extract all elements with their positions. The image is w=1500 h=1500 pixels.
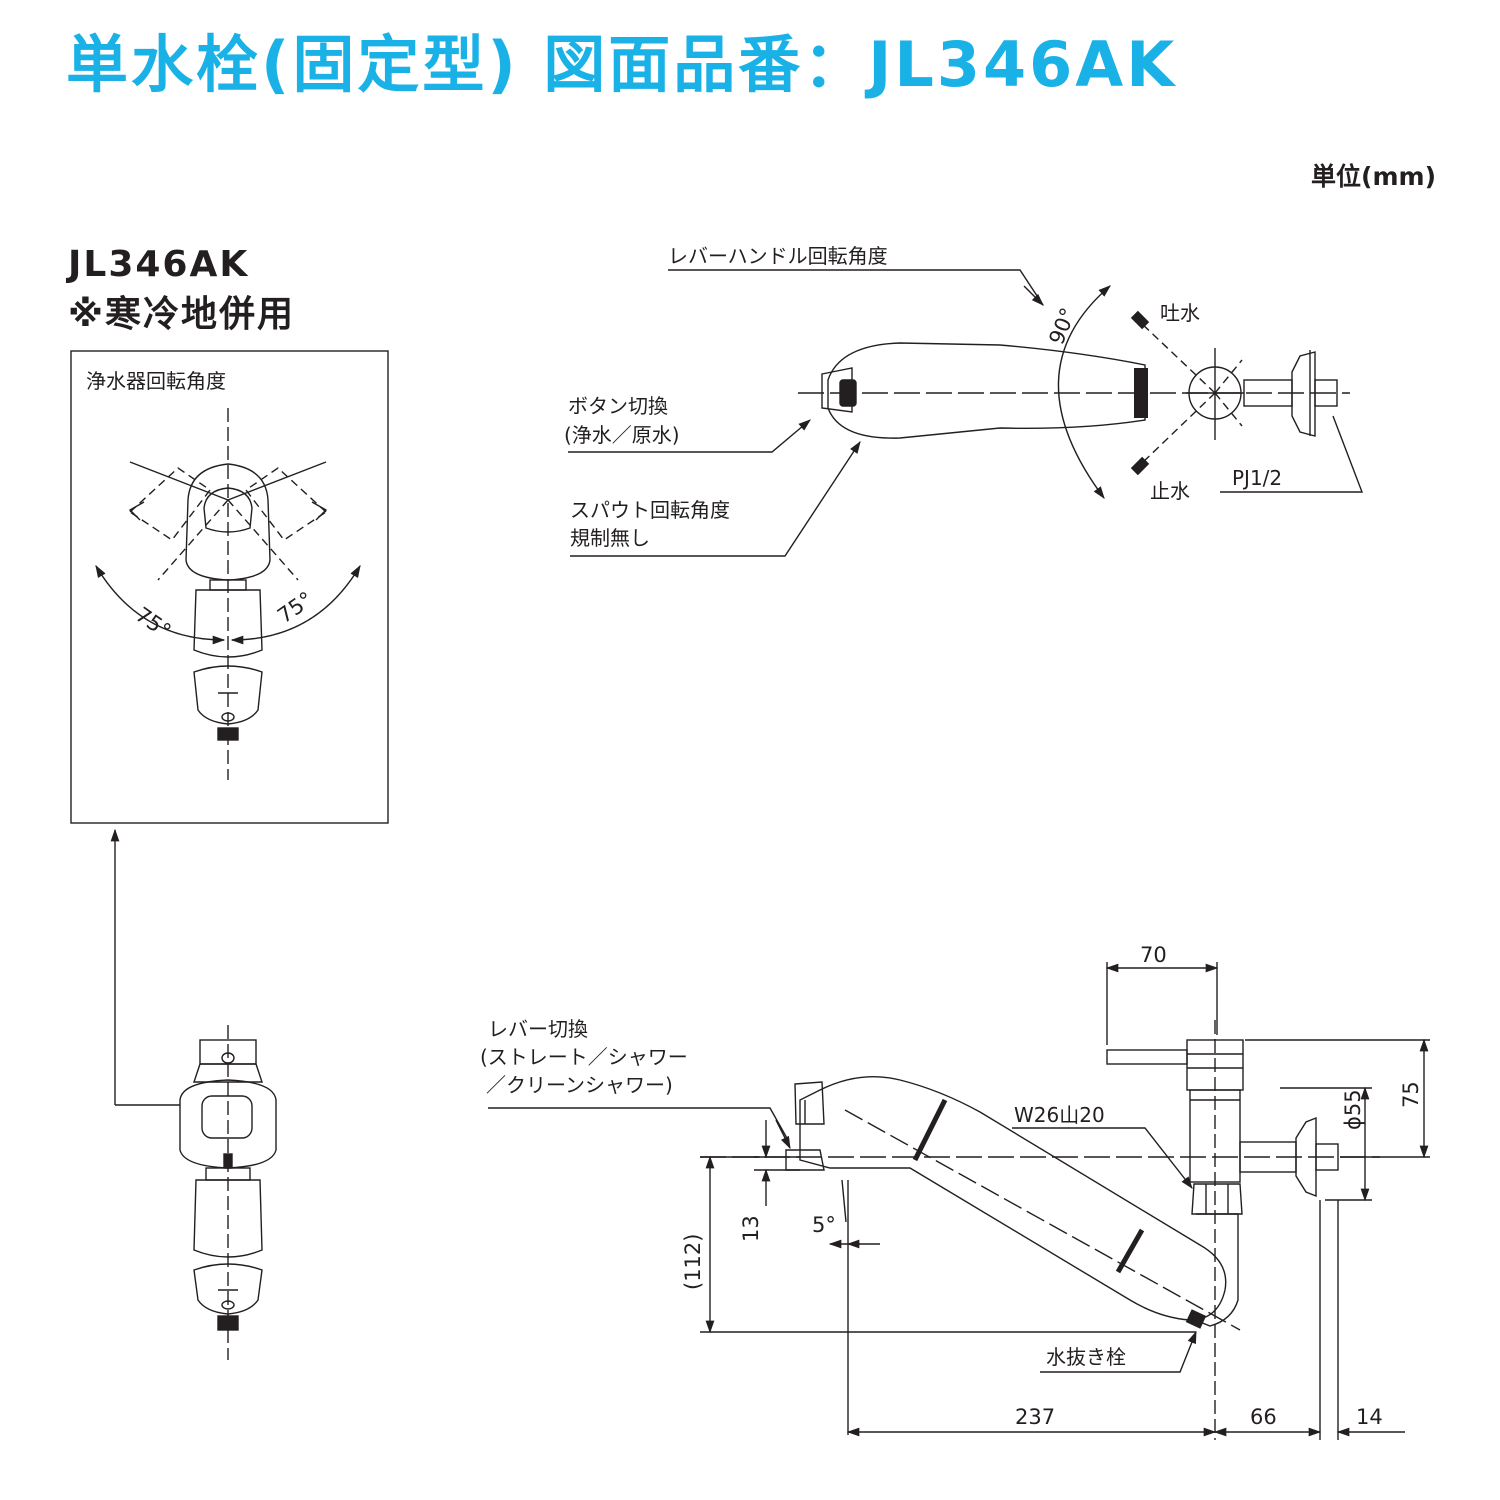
model-block: JL346AK ※寒冷地併用 [68,240,295,340]
unit-label: 単位(mm) [1311,162,1436,191]
purifier-view-frame [70,350,389,824]
button-switch-sub-label: (浄水／原水) [564,423,680,447]
lever-rotation-label: レバーハンドル回転角度 [668,244,888,268]
dim-spout-height: (112) [681,1234,705,1290]
purifier-angle-left: 75° [131,602,175,643]
outflow-label: 吐水 [1160,301,1200,325]
lever-angle: 90° [1044,304,1080,348]
dim-offset: 13 [739,1215,763,1242]
purifier-rotation-label: 浄水器回転角度 [86,369,226,393]
pipe-size-label: PJ1/2 [1232,466,1282,490]
thread-label: W26山20 [1014,1103,1105,1127]
stop-label: 止水 [1150,479,1190,503]
dim-height: 75 [1399,1081,1423,1108]
lever-switch-label: レバー切換 [488,1017,588,1041]
drain-plug-label: 水抜き栓 [1046,1345,1126,1369]
page-title: 単水栓(固定型) 図面品番：JL346AK [66,28,1178,101]
purifier-rotation-view: 浄水器回転角度 75° 75° [70,350,389,1106]
lever-switch-mode1: (ストレート／シャワー [480,1045,688,1069]
model-code: JL346AK [68,244,250,285]
spout-rotation-sub-label: 規制無し [570,526,650,550]
purifier-side-view [179,1025,277,1360]
dim-diameter: ϕ55 [1341,1089,1365,1130]
side-view [488,962,1430,1440]
model-note: ※寒冷地併用 [68,294,295,335]
dim-tilt: 5° [812,1213,836,1237]
spout-rotation-label: スパウト回転角度 [570,498,730,522]
purifier-angle-right: 75° [273,587,317,628]
top-view: 90° [568,269,1364,557]
dim-wall: 66 [1250,1405,1277,1429]
lever-switch-mode2: ／クリーンシャワー) [486,1073,673,1097]
dim-top-width: 70 [1140,943,1167,967]
dim-length: 237 [1015,1405,1055,1429]
button-switch-label: ボタン切換 [568,394,668,418]
dim-flange: 14 [1356,1405,1383,1429]
